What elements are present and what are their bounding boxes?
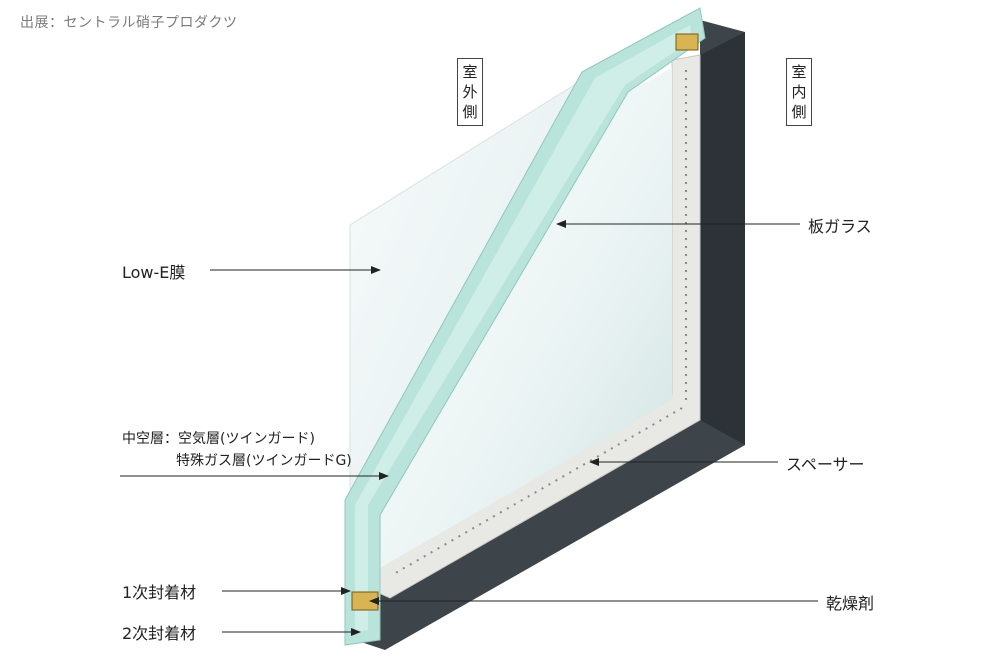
label-hollow-line1: 中空層：空気層(ツインガード) — [122, 431, 315, 447]
label-primary-seal: 1次封着材 — [122, 583, 197, 602]
label-hollow-line2: 特殊ガス層(ツインガードG) — [176, 453, 352, 469]
indoor-char-3: 側 — [791, 103, 807, 121]
label-desiccant: 乾燥剤 — [826, 594, 875, 613]
label-secondary-seal: 2次封着材 — [122, 624, 197, 643]
desiccant-top — [675, 33, 699, 51]
outdoor-char-1: 室 — [462, 63, 478, 81]
label-lowe: Low-E膜 — [122, 263, 186, 282]
frame-side — [700, 32, 745, 445]
source-credit: 出展：セントラル硝子プロダクツ — [20, 15, 238, 31]
indoor-char-2: 内 — [791, 83, 807, 101]
outdoor-char-2: 外 — [462, 83, 478, 101]
label-plate-glass: 板ガラス — [808, 217, 872, 236]
glass-edge — [344, 7, 706, 646]
indoor-side-label: 室 内 側 — [786, 58, 812, 126]
label-spacer: スペーサー — [786, 455, 865, 474]
inner-glass-face — [380, 68, 672, 568]
indoor-char-1: 室 — [791, 63, 807, 81]
outdoor-side-label: 室 外 側 — [457, 58, 483, 126]
outdoor-char-3: 側 — [462, 103, 478, 121]
frame-outer — [355, 20, 745, 650]
